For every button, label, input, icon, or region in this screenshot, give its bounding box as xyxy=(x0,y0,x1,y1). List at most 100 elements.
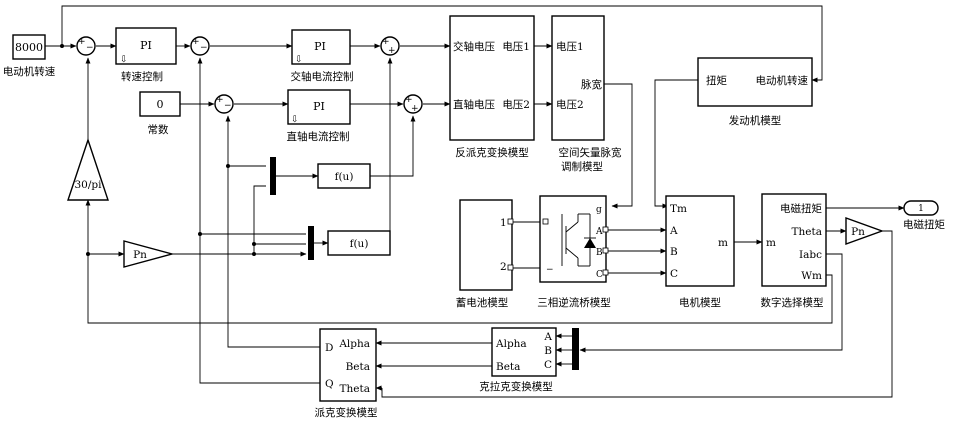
svg-text:A: A xyxy=(543,331,552,343)
svg-text:Beta: Beta xyxy=(496,361,520,373)
speed-pi-label: 转速控制 xyxy=(121,70,163,83)
svg-text:Alpha: Alpha xyxy=(338,338,370,350)
reset-icon: ⇩ xyxy=(291,115,299,125)
svg-text:Pn: Pn xyxy=(133,249,147,261)
igbt-icon xyxy=(561,213,596,267)
svg-text:f(u): f(u) xyxy=(335,171,354,183)
svg-text:Tm: Tm xyxy=(670,203,687,215)
engine-block[interactable]: 扭矩 电动机转速 xyxy=(697,57,813,107)
svg-text:A: A xyxy=(595,227,603,237)
sum-block-5[interactable]: + + xyxy=(403,94,423,114)
svg-text:−: − xyxy=(224,101,232,111)
constant-zero-label: 常数 xyxy=(148,123,169,136)
svg-text:m: m xyxy=(766,237,776,249)
q-current-pi-block[interactable]: PI ⇩ xyxy=(291,29,351,65)
battery-block[interactable]: 1 2 xyxy=(459,199,514,291)
svg-text:+: + xyxy=(78,37,86,47)
svg-text:电压2: 电压2 xyxy=(556,98,584,111)
svg-text:PI: PI xyxy=(314,40,326,53)
mux-bar-1 xyxy=(270,157,276,195)
battery-label: 蓄电池模型 xyxy=(456,296,509,309)
svg-text:f(u): f(u) xyxy=(350,238,369,250)
svg-text:Q: Q xyxy=(325,378,334,390)
speed-ref-block[interactable]: 8000 xyxy=(12,34,46,60)
svg-text:电动机转速: 电动机转速 xyxy=(756,74,809,87)
svg-text:−: − xyxy=(200,43,208,53)
svg-text:B: B xyxy=(596,248,603,258)
svg-text:+: + xyxy=(405,95,413,105)
d-current-pi-block[interactable]: PI ⇩ xyxy=(287,89,351,125)
motor-block[interactable]: Tm A B C m xyxy=(665,195,735,287)
gain-pn-block-1[interactable]: Pn xyxy=(123,240,175,268)
svg-text:+: + xyxy=(216,95,224,105)
sum-block-3[interactable]: + + xyxy=(380,36,400,56)
svg-text:电压1: 电压1 xyxy=(502,40,530,53)
inverse-park-block[interactable]: 交轴电压 电压1 直轴电压 电压2 xyxy=(449,15,535,141)
svg-text:Wm: Wm xyxy=(801,270,822,282)
reset-icon: ⇩ xyxy=(295,55,303,65)
svg-text:30/pi: 30/pi xyxy=(75,179,103,191)
svg-text:PI: PI xyxy=(313,100,325,113)
fu-block-1[interactable]: f(u) xyxy=(317,163,371,189)
reset-icon: ⇩ xyxy=(120,55,128,65)
svg-text:−: − xyxy=(86,43,94,53)
svg-text:8000: 8000 xyxy=(15,41,43,54)
svg-text:+: + xyxy=(382,37,390,47)
gain-30pi-block[interactable]: 30/pi xyxy=(67,137,109,201)
svg-text:B: B xyxy=(544,345,552,357)
svg-text:直轴电压: 直轴电压 xyxy=(453,98,495,111)
svg-text:B: B xyxy=(670,246,678,258)
park-label: 派克变换模型 xyxy=(315,406,378,419)
speed-pi-block[interactable]: PI ⇩ xyxy=(115,27,177,65)
svg-text:Beta: Beta xyxy=(346,361,370,373)
svg-text:交轴电压: 交轴电压 xyxy=(453,40,495,53)
svg-text:Iabc: Iabc xyxy=(799,249,822,261)
svg-text:C: C xyxy=(670,268,678,280)
svg-text:+: + xyxy=(411,104,419,114)
svg-text:D: D xyxy=(325,342,333,354)
svg-text:1: 1 xyxy=(500,217,507,229)
motor-label: 电机模型 xyxy=(679,296,721,309)
inverse-park-label: 反派克变换模型 xyxy=(455,146,529,159)
sum-block-2[interactable]: + − xyxy=(190,36,210,56)
svg-text:电压2: 电压2 xyxy=(502,98,530,111)
gain-pn-block-2[interactable]: Pn xyxy=(845,217,885,245)
fu-block-2[interactable]: f(u) xyxy=(327,230,391,256)
svg-text:C: C xyxy=(544,359,552,371)
sum-block-1[interactable]: + − xyxy=(76,36,96,56)
clarke-block[interactable]: Alpha Beta A B C xyxy=(491,327,557,377)
svg-text:电磁扭矩: 电磁扭矩 xyxy=(780,202,822,215)
speed-ref-label: 电动机转速 xyxy=(3,65,56,78)
svpwm-block[interactable]: 电压1 电压2 脉宽 xyxy=(551,15,605,141)
park-block[interactable]: D Q Alpha Beta Theta xyxy=(319,328,377,402)
d-current-pi-label: 直轴电流控制 xyxy=(287,130,350,143)
junction-dots xyxy=(60,44,256,256)
svg-text:2: 2 xyxy=(500,261,507,273)
inverter-label: 三相逆流桥模型 xyxy=(537,296,611,309)
sum-block-4[interactable]: + − xyxy=(214,94,234,114)
svg-text:+: + xyxy=(192,37,200,47)
engine-label: 发动机模型 xyxy=(729,114,782,127)
svg-text:脉宽: 脉宽 xyxy=(581,78,602,91)
selector-block[interactable]: m 电磁扭矩 Theta Iabc Wm xyxy=(761,193,827,287)
svg-text:0: 0 xyxy=(157,98,164,111)
svpwm-label-1: 空间矢量脉宽 xyxy=(559,146,622,159)
svg-text:Theta: Theta xyxy=(340,383,370,395)
inverter-block[interactable]: g A B C − xyxy=(539,195,609,283)
svg-text:m: m xyxy=(718,237,728,249)
constant-zero-block[interactable]: 0 xyxy=(139,91,181,117)
output-port[interactable]: 1 xyxy=(903,200,939,216)
selector-label: 数字选择模型 xyxy=(761,296,824,309)
svg-text:Pn: Pn xyxy=(851,226,865,238)
svpwm-label-2: 调制模型 xyxy=(561,160,603,173)
svg-text:1: 1 xyxy=(918,204,924,214)
svg-text:C: C xyxy=(596,270,603,280)
svg-text:+: + xyxy=(388,46,396,56)
svg-text:PI: PI xyxy=(140,39,152,52)
clarke-label: 克拉克变换模型 xyxy=(479,380,553,393)
mux-bar-3 xyxy=(572,328,579,370)
svg-text:电压1: 电压1 xyxy=(556,40,584,53)
q-current-pi-label: 交轴电流控制 xyxy=(291,70,354,83)
signal-lines xyxy=(45,5,905,398)
